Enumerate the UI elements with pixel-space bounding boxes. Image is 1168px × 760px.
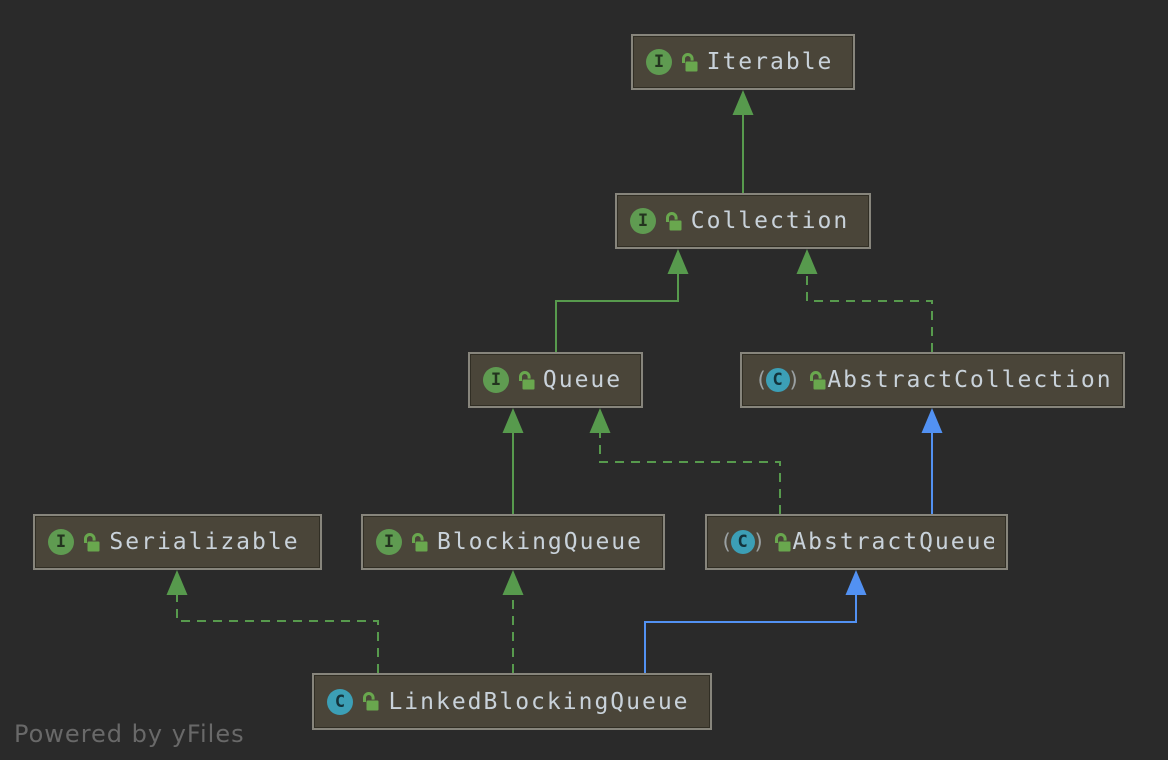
abstract-class-icon: (C) <box>720 530 766 554</box>
class-node-serializable[interactable]: I Serializable <box>33 514 322 570</box>
node-icon-group: I <box>646 49 699 75</box>
arrowhead-abstract-queue-to-abstract-collection <box>921 408 943 433</box>
arrowhead-linked-blocking-queue-to-blocking-queue <box>502 570 524 595</box>
unlocked-icon <box>516 370 536 391</box>
paren-close: ) <box>787 368 801 392</box>
class-name-label: AbstractQueue <box>792 529 994 555</box>
arrowhead-collection-to-iterable <box>732 90 754 115</box>
class-name-label: AbstractCollection <box>827 367 1111 393</box>
paren-open: ( <box>720 530 733 554</box>
class-name-label: Queue <box>542 367 623 393</box>
powered-by-yfiles-label: Powered by yFiles <box>14 720 245 748</box>
class-name-label: Collection <box>690 208 850 234</box>
class-icon: C <box>327 688 353 715</box>
unlocked-icon <box>772 532 792 553</box>
arrowhead-queue-to-collection <box>667 249 689 274</box>
class-node-abstract-queue[interactable]: (C) AbstractQueue <box>705 514 1008 570</box>
class-name-label: BlockingQueue <box>436 529 643 555</box>
node-icon-group: I <box>376 529 429 555</box>
class-name-label: LinkedBlockingQueue <box>388 688 690 715</box>
edge-abstract-queue-to-queue[interactable] <box>599 433 781 514</box>
node-icon-group: I <box>630 208 683 234</box>
interface-icon: I <box>630 208 656 234</box>
class-node-queue[interactable]: I Queue <box>468 352 643 408</box>
arrowhead-linked-blocking-queue-to-abstract-queue <box>845 570 867 595</box>
unlocked-icon <box>81 532 101 553</box>
arrowhead-linked-blocking-queue-to-serializable <box>166 570 188 595</box>
unlocked-icon <box>679 52 699 73</box>
class-node-blocking-queue[interactable]: I BlockingQueue <box>361 514 665 570</box>
arrowhead-abstract-collection-to-collection <box>796 249 818 274</box>
unlocked-icon <box>807 370 827 391</box>
class-name-label: Serializable <box>109 529 300 555</box>
class-node-linked-blocking-queue[interactable]: C LinkedBlockingQueue <box>312 673 712 730</box>
edge-abstract-collection-to-collection[interactable] <box>806 274 933 352</box>
unlocked-icon <box>409 532 429 553</box>
class-name-label: Iterable <box>706 49 834 75</box>
interface-icon: I <box>483 367 509 393</box>
node-icon-group: (C) <box>755 367 827 393</box>
unlocked-icon <box>360 691 380 712</box>
node-icon-group: I <box>483 367 536 393</box>
class-node-iterable[interactable]: I Iterable <box>631 34 855 90</box>
interface-icon: I <box>48 529 74 555</box>
paren-open: ( <box>755 368 768 392</box>
edge-linked-blocking-queue-to-serializable[interactable] <box>176 595 379 673</box>
node-icon-group: (C) <box>720 529 792 555</box>
node-icon-group: I <box>48 529 101 555</box>
edge-linked-blocking-queue-to-abstract-queue[interactable] <box>644 595 857 673</box>
interface-icon: I <box>376 529 402 555</box>
node-icon-group: C <box>327 688 380 715</box>
arrowhead-blocking-queue-to-queue <box>502 408 524 433</box>
unlocked-icon <box>663 211 683 232</box>
class-node-abstract-collection[interactable]: (C) AbstractCollection <box>740 352 1125 408</box>
interface-icon: I <box>646 49 672 75</box>
class-node-collection[interactable]: I Collection <box>615 193 871 249</box>
paren-close: ) <box>752 530 766 554</box>
abstract-class-icon: (C) <box>755 368 801 392</box>
edge-queue-to-collection[interactable] <box>555 274 679 352</box>
arrowhead-abstract-queue-to-queue <box>589 408 611 433</box>
